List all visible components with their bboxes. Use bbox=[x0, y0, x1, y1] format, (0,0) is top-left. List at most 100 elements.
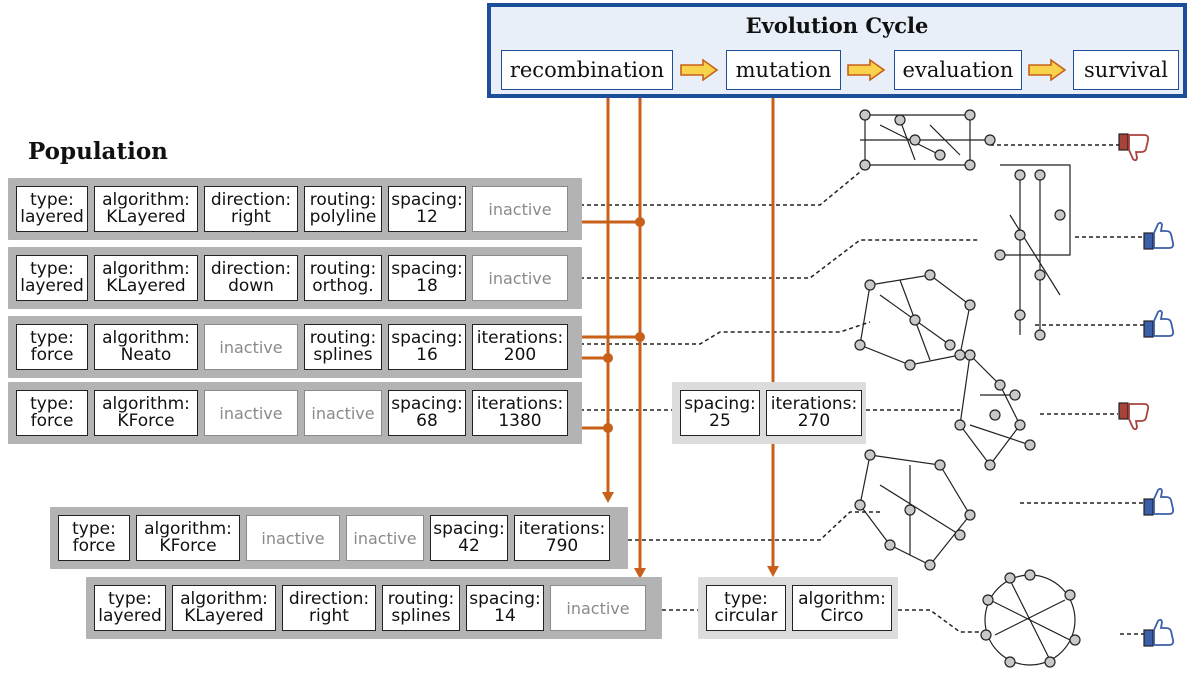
gene-direction: direction:right bbox=[282, 585, 376, 631]
gene-value: inactive bbox=[353, 528, 417, 548]
gene-key: algorithm: bbox=[102, 394, 190, 414]
mutation-group-2: type:circular algorithm:Circo bbox=[698, 577, 898, 639]
arrow-right-icon bbox=[1028, 58, 1067, 82]
population-title: Population bbox=[28, 138, 168, 165]
gene-value: inactive bbox=[488, 199, 552, 219]
gene-value: KLayered bbox=[106, 276, 186, 296]
gene-value: force bbox=[30, 345, 74, 365]
gene-key: spacing: bbox=[391, 190, 463, 210]
gene-key: routing: bbox=[309, 259, 377, 279]
gene-value: circular bbox=[714, 606, 778, 626]
gene-key: type: bbox=[108, 589, 152, 609]
gene-spacing: spacing:18 bbox=[388, 255, 466, 301]
thumbs-up-icon bbox=[1143, 618, 1175, 647]
gene-value: inactive bbox=[219, 337, 283, 357]
gene-value: KForce bbox=[117, 411, 175, 431]
step-survival: survival bbox=[1073, 50, 1179, 90]
gene-algorithm: algorithm:Circo bbox=[792, 585, 892, 631]
gene-key: spacing: bbox=[391, 259, 463, 279]
flow-node-1 bbox=[635, 217, 645, 227]
gene-value: 42 bbox=[458, 536, 480, 556]
gene-key: spacing: bbox=[684, 394, 756, 414]
thumbs-down-icon bbox=[1118, 402, 1150, 431]
gene-value: force bbox=[72, 536, 116, 556]
gene-value: 14 bbox=[494, 606, 516, 626]
gene-spacing: spacing:68 bbox=[388, 390, 466, 436]
gene-key: type: bbox=[30, 259, 74, 279]
graph-nodes bbox=[854, 109, 1081, 668]
gene-value: right bbox=[309, 606, 349, 626]
gene-value: layered bbox=[20, 207, 84, 227]
flow-arrowhead-b bbox=[634, 568, 646, 579]
gene-key: routing: bbox=[387, 589, 455, 609]
gene-algorithm: algorithm:KLayered bbox=[94, 255, 198, 301]
gene-algorithm: algorithm:Neato bbox=[94, 324, 198, 370]
gene-value: 790 bbox=[545, 536, 579, 556]
gene-value: inactive bbox=[566, 598, 630, 618]
gene-key: iterations: bbox=[476, 394, 564, 414]
gene-algorithm: algorithm:KForce bbox=[94, 390, 198, 436]
gene-spacing: spacing:25 bbox=[680, 390, 760, 436]
gene-value: inactive bbox=[488, 268, 552, 288]
gene-value: splines bbox=[313, 345, 373, 365]
arrow-right-icon bbox=[847, 58, 886, 82]
thumbs-up-icon bbox=[1143, 309, 1175, 338]
gene-inactive: inactive bbox=[472, 186, 568, 232]
gene-key: type: bbox=[724, 589, 768, 609]
gene-inactive: inactive bbox=[246, 515, 340, 561]
gene-key: type: bbox=[30, 328, 74, 348]
flow-arrowhead-a bbox=[602, 492, 614, 503]
step-arrows bbox=[680, 58, 1067, 82]
gene-spacing: spacing:14 bbox=[466, 585, 544, 631]
link-offspring-2b bbox=[898, 609, 980, 633]
gene-inactive: inactive bbox=[204, 324, 298, 370]
gene-direction: direction:down bbox=[204, 255, 298, 301]
gene-key: direction: bbox=[288, 589, 370, 609]
gene-value: 12 bbox=[416, 207, 438, 227]
flow-arrowhead-c bbox=[767, 566, 779, 577]
gene-value: down bbox=[228, 276, 274, 296]
gene-routing: routing:splines bbox=[382, 585, 460, 631]
flow-node-2 bbox=[635, 332, 645, 342]
gene-value: force bbox=[30, 411, 74, 431]
gene-key: spacing: bbox=[391, 394, 463, 414]
step-mutation: mutation bbox=[726, 50, 841, 90]
gene-type: type:force bbox=[58, 515, 130, 561]
gene-type: type:layered bbox=[16, 255, 88, 301]
gene-key: algorithm: bbox=[180, 589, 268, 609]
gene-algorithm: algorithm:KLayered bbox=[94, 186, 198, 232]
gene-key: type: bbox=[30, 394, 74, 414]
gene-key: routing: bbox=[309, 190, 377, 210]
gene-value: 18 bbox=[416, 276, 438, 296]
gene-value: Circo bbox=[820, 606, 864, 626]
gene-iterations: iterations:1380 bbox=[472, 390, 568, 436]
gene-key: algorithm: bbox=[102, 259, 190, 279]
gene-key: routing: bbox=[309, 328, 377, 348]
gene-value: layered bbox=[20, 276, 84, 296]
evolution-cycle-title: Evolution Cycle bbox=[745, 13, 929, 38]
gene-key: iterations: bbox=[518, 519, 606, 539]
gene-iterations: iterations:200 bbox=[472, 324, 568, 370]
gene-value: 1380 bbox=[498, 411, 542, 431]
step-recombination: recombination bbox=[501, 50, 673, 90]
link-row-3 bbox=[580, 321, 871, 345]
graph-drawing-4 bbox=[959, 353, 1031, 466]
gene-iterations: iterations:270 bbox=[766, 390, 862, 436]
gene-value: inactive bbox=[311, 403, 375, 423]
gene-value: orthog. bbox=[312, 276, 374, 296]
flow-node-3 bbox=[603, 353, 613, 363]
gene-key: algorithm: bbox=[144, 519, 232, 539]
gene-routing: routing:polyline bbox=[304, 186, 382, 232]
gene-value: inactive bbox=[261, 528, 325, 548]
gene-key: direction: bbox=[210, 190, 292, 210]
flow-node-4 bbox=[603, 423, 613, 433]
gene-type: type:layered bbox=[16, 186, 88, 232]
step-evaluation: evaluation bbox=[894, 50, 1022, 90]
gene-key: algorithm: bbox=[798, 589, 886, 609]
gene-key: spacing: bbox=[469, 589, 541, 609]
arrow-right-icon bbox=[680, 58, 719, 82]
